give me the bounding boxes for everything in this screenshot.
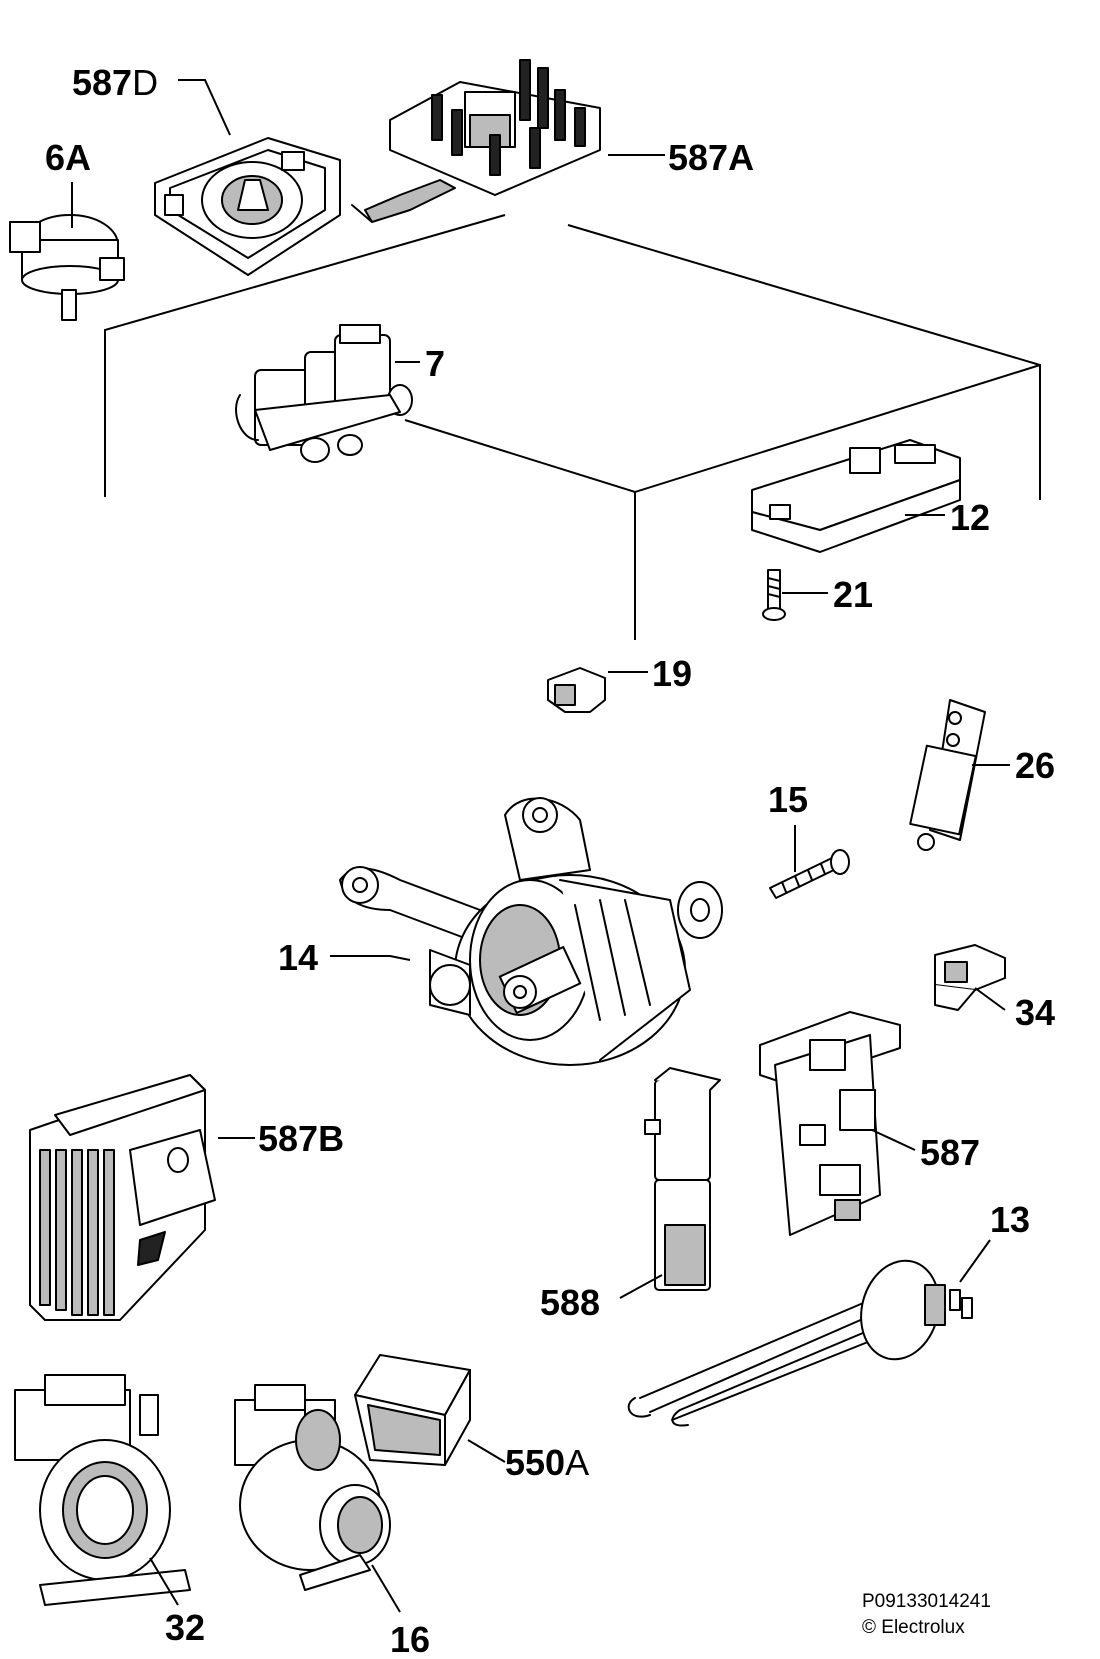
part-587a-circuit-board bbox=[351, 59, 601, 223]
label-32: 32 bbox=[165, 1607, 205, 1648]
label-34: 34 bbox=[1015, 992, 1055, 1033]
label-12: 12 bbox=[950, 497, 990, 538]
label-13: 13 bbox=[990, 1199, 1030, 1240]
leader-lines bbox=[71, 79, 1010, 1613]
part-587d-panel-frame bbox=[154, 137, 341, 276]
cabinet-frame bbox=[104, 214, 1041, 640]
part-7-inlet-valve bbox=[235, 324, 413, 463]
label-587a: 587A bbox=[668, 137, 754, 178]
copyright-text: © Electrolux bbox=[862, 1617, 965, 1638]
label-550a-number: 550 bbox=[505, 1442, 565, 1483]
label-14: 14 bbox=[278, 937, 318, 978]
part-16-drain-pump bbox=[234, 1384, 391, 1591]
label-550a: 550A bbox=[505, 1442, 589, 1483]
part-26-door-lock bbox=[909, 699, 986, 851]
part-6a-pressure-switch bbox=[9, 214, 125, 321]
label-550a-suffix: A bbox=[565, 1442, 589, 1483]
callout-labels: 587D 587A 6A 7 12 21 19 26 15 14 34 587B… bbox=[45, 62, 1055, 1659]
part-15-screw bbox=[769, 849, 850, 899]
label-588: 588 bbox=[540, 1282, 600, 1323]
label-19: 19 bbox=[652, 653, 692, 694]
diagram-code: P09133014241 bbox=[862, 1591, 991, 1612]
part-34-bracket bbox=[934, 944, 1006, 1011]
label-587b: 587B bbox=[258, 1118, 344, 1159]
part-550a-box bbox=[354, 1354, 471, 1466]
label-26: 26 bbox=[1015, 745, 1055, 786]
part-14-motor bbox=[339, 797, 723, 1066]
part-19-clip bbox=[547, 667, 606, 713]
part-588-filter bbox=[644, 1067, 721, 1291]
label-587d: 587D bbox=[72, 62, 158, 103]
part-32-pump bbox=[14, 1374, 191, 1606]
label-16: 16 bbox=[390, 1619, 430, 1659]
label-587: 587 bbox=[920, 1132, 980, 1173]
part-13-heater bbox=[627, 1259, 973, 1427]
label-7: 7 bbox=[425, 343, 445, 384]
label-6a: 6A bbox=[45, 137, 91, 178]
label-587d-suffix: D bbox=[132, 62, 158, 103]
label-15: 15 bbox=[768, 779, 808, 820]
part-12-housing bbox=[751, 439, 961, 553]
label-21: 21 bbox=[833, 574, 873, 615]
part-587b-inverter bbox=[29, 1074, 216, 1321]
label-587d-number: 587 bbox=[72, 62, 132, 103]
part-21-screw bbox=[762, 569, 786, 621]
part-587-electronic-module bbox=[759, 1011, 901, 1236]
footer: P09133014241 © Electrolux bbox=[862, 1591, 991, 1638]
